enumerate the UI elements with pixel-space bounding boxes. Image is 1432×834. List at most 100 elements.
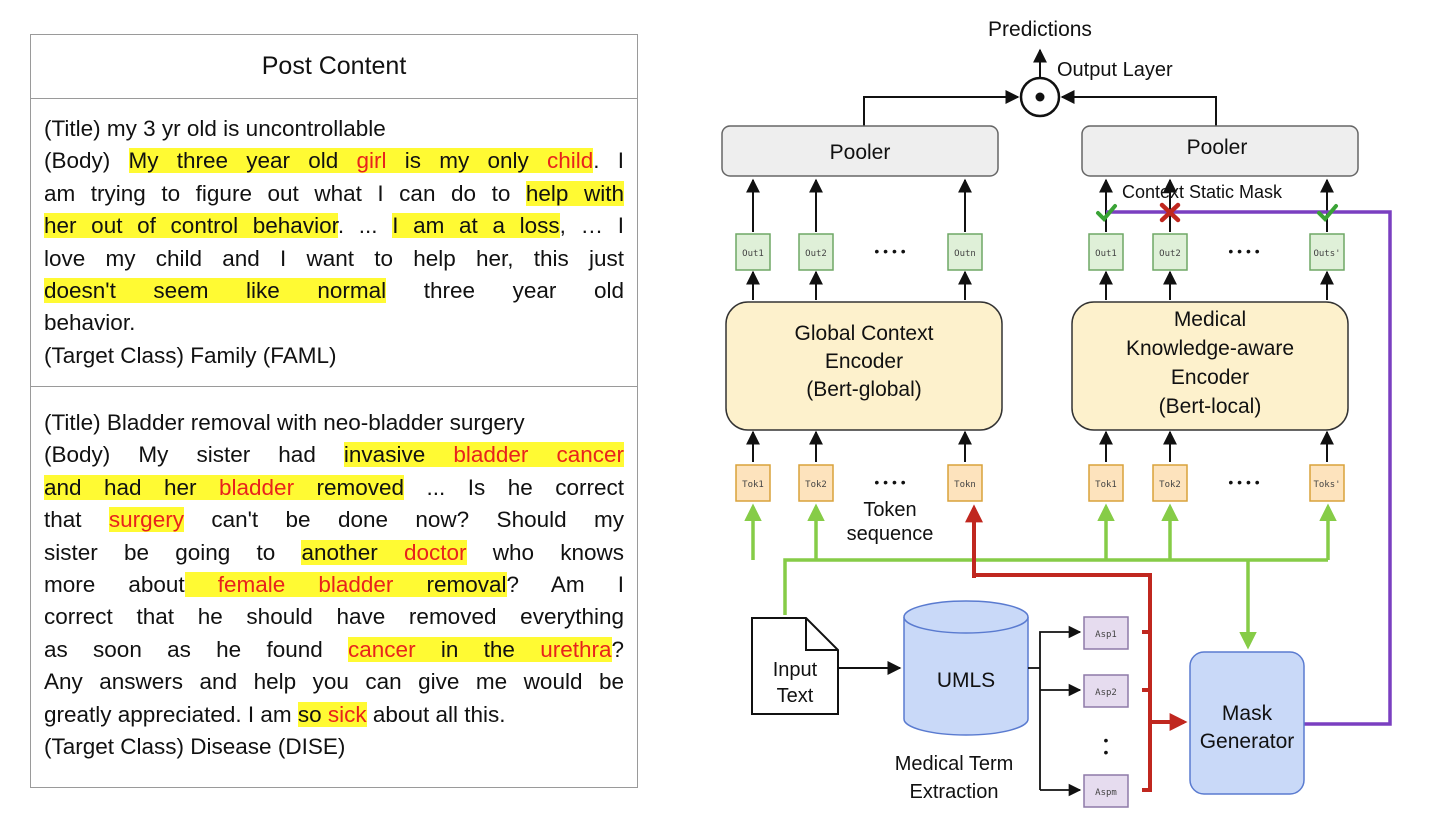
text-segment: ? (611, 636, 625, 662)
text-segment: am trying to figure out what I can do to (44, 180, 526, 206)
asp-box-label: Aspm (1095, 788, 1117, 798)
out-box-label: Out1 (1095, 249, 1117, 259)
check-icon (1317, 204, 1338, 222)
highlighted-phrase: so (297, 701, 328, 727)
cross-icon (1159, 202, 1181, 223)
medical-term: surgery (108, 507, 184, 533)
asp-boxes: Asp1 Asp2 • • Aspm (1083, 616, 1129, 808)
medical-term: sick (327, 701, 367, 727)
encoder-label: Encoder (1171, 366, 1249, 389)
medical-term-extraction-label: Medical Term (895, 753, 1014, 775)
highlighted-phrase: removal (393, 572, 507, 598)
tok-boxes-left: Tok1 Tok2 • • • • Tokn (735, 464, 983, 502)
tok-box-label: Tok1 (1095, 480, 1117, 490)
mask-path (1106, 210, 1392, 726)
text-segment: as soon as he found (44, 636, 349, 662)
tok-box (1152, 464, 1188, 502)
text-segment: that (44, 507, 109, 533)
output-layer-label: Output Layer (1057, 59, 1173, 81)
post-line: (Title) Bladder removal with neo-bladder… (44, 407, 624, 439)
text-segment: about all this. (366, 701, 506, 727)
highlighted-phrase: is my only (386, 148, 547, 174)
medical-term: child (546, 148, 594, 174)
highlighted-phrase: doesn't seem like normal (44, 278, 387, 304)
output-layer: Predictions Output Layer (863, 18, 1217, 126)
text-segment: correct that he should have removed ever… (44, 604, 624, 630)
highlighted-phrase (184, 572, 218, 598)
post-disease: (Title) Bladder removal with neo-bladder… (31, 387, 637, 763)
text-segment: love my child and I want to help her, th… (44, 245, 624, 271)
token-sequence-label: sequence (847, 523, 934, 545)
mask-generator-label: Generator (1200, 730, 1295, 753)
out-box (735, 233, 771, 271)
text-segment: ... Is he correct (404, 474, 624, 500)
input-flow-arrows (744, 503, 1337, 650)
post-line: behavior. (44, 307, 624, 339)
out-box (1309, 233, 1345, 271)
asp-box-label: Asp1 (1095, 630, 1117, 640)
out-box (1152, 233, 1188, 271)
text-segment: more about (44, 572, 185, 598)
post-line: more about female bladder removal? Am I (44, 569, 624, 601)
text-segment: three year old (386, 278, 624, 304)
medical-term: bladder (219, 474, 295, 500)
highlighted-phrase: removed (294, 474, 405, 500)
text-segment: ? Am I (506, 572, 624, 598)
table-header: Post Content (31, 35, 637, 99)
highlighted-phrase: in the (415, 636, 541, 662)
model-architecture-diagram: Predictions Output Layer Pooler Pooler (721, 18, 1392, 808)
token-sequence-label: Token (863, 499, 916, 521)
text-segment: . I (593, 148, 624, 174)
asp-box-label: Asp2 (1095, 688, 1117, 698)
post-content-table: Post Content (Title) my 3 yr old is unco… (30, 34, 638, 788)
right-stack-arrows (1099, 178, 1334, 462)
out-box-label: Out2 (805, 249, 827, 259)
out-boxes-right: Out1 Out2 • • • • Outs' (1088, 233, 1345, 271)
encoder-label: Global Context (795, 322, 934, 345)
post-line: her out of control behavior. ... I am at… (44, 210, 624, 242)
highlighted-phrase: invasive (343, 442, 454, 468)
medical-term: girl (356, 148, 387, 174)
text-segment: sister be going to (44, 539, 302, 565)
tok-box-label: Tok2 (1159, 480, 1181, 490)
left-stack-arrows (746, 178, 972, 462)
highlighted-phrase: another (301, 539, 404, 565)
pooler-left (721, 125, 999, 177)
input-text-label: Text (777, 685, 814, 707)
post-family: (Title) my 3 yr old is uncontrollable(Bo… (31, 99, 637, 387)
asp-box (1083, 774, 1129, 808)
post-line: sister be going to another doctor who kn… (44, 537, 624, 569)
out-box (798, 233, 834, 271)
tok-boxes-right: Tok1 Tok2 • • • • Toks' (1088, 464, 1345, 502)
tok-box-label: Tok2 (805, 480, 827, 490)
post-line: am trying to figure out what I can do to… (44, 178, 624, 210)
input-text-document-icon (751, 617, 839, 715)
out-box-label: Out1 (742, 249, 764, 259)
asp-extraction-arrows (1028, 625, 1082, 797)
pooler-right (1081, 125, 1359, 177)
tok-box-label: Tokn (954, 480, 976, 490)
post-line: (Body) My three year old girl is my only… (44, 145, 624, 177)
medical-knowledge-aware-encoder (1071, 301, 1349, 431)
highlighted-phrase: her out of control behavior (44, 213, 338, 239)
predictions-label: Predictions (988, 18, 1092, 41)
tok-box (798, 464, 834, 502)
post-line: (Title) my 3 yr old is uncontrollable (44, 113, 624, 145)
pooler-right-label: Pooler (1187, 136, 1248, 159)
out-box-label: Outs' (1313, 249, 1340, 259)
ellipsis: • • • • (874, 243, 905, 259)
post-line: correct that he should have removed ever… (44, 601, 624, 633)
highlighted-phrase: help with (525, 180, 624, 206)
text-segment: (Body) (44, 148, 129, 174)
post-line: (Target Class) Family (FAML) (44, 340, 624, 372)
medical-term-extraction-label: Extraction (910, 781, 999, 803)
out-box (1088, 233, 1124, 271)
post-line: (Target Class) Disease (DISE) (44, 731, 624, 763)
vertical-ellipsis: • (1104, 744, 1109, 760)
medical-term: urethra (540, 636, 612, 662)
post-line: (Body) My sister had invasive bladder ca… (44, 439, 624, 471)
highlighted-phrase: I am at a loss (392, 213, 560, 239)
out-box (947, 233, 983, 271)
asp-box (1083, 674, 1129, 708)
out-box-label: Outn (954, 249, 976, 259)
